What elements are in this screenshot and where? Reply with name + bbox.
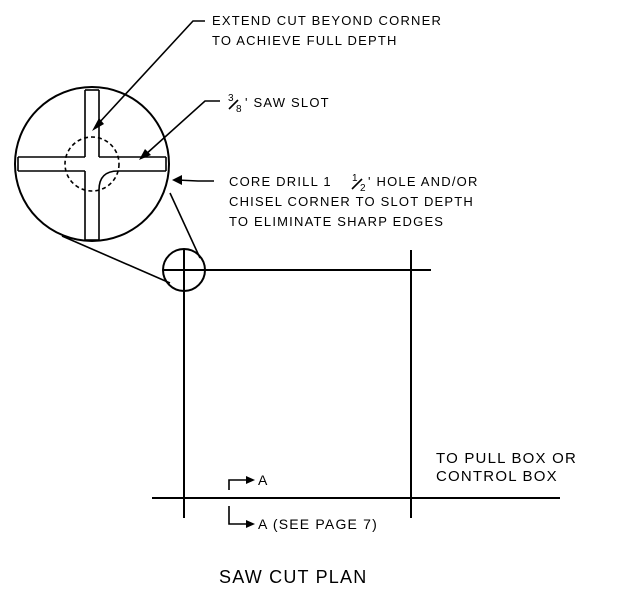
drawing-title: SAW CUT PLAN [219, 567, 367, 587]
pull-box-label-line1: TO PULL BOX OR [436, 450, 577, 467]
detail-bubble [14, 86, 170, 242]
core-drill-dashed-circle [64, 136, 120, 192]
core-drill-line3: TO ELIMINATE SHARP EDGES [229, 214, 444, 229]
core-drill-fraction-denominator: 2 [360, 183, 367, 194]
core-drill-line2: CHISEL CORNER TO SLOT DEPTH [229, 194, 474, 209]
saw-slot-fraction-denominator: 8 [236, 104, 243, 115]
leader-extend-cut [92, 20, 205, 131]
detail-circle [14, 86, 170, 242]
section-marker-bottom-label: A (SEE PAGE 7) [258, 516, 378, 532]
core-drill-fraction-numerator: 1 [352, 173, 359, 184]
saw-slot-note: 3 8 ' SAW SLOT [228, 93, 330, 115]
core-drill-line1-b: ' HOLE AND/OR [368, 174, 479, 189]
pull-box-label-line2: CONTROL BOX [436, 468, 558, 485]
slot-horizontal [17, 156, 167, 172]
section-marker-top-label: A [258, 472, 269, 488]
core-drill-line1-a: CORE DRILL 1 [229, 174, 332, 189]
extend-cut-note-line2: TO ACHIEVE FULL DEPTH [212, 33, 398, 48]
leader-saw-slot [139, 100, 220, 160]
section-marker-top: A [228, 472, 269, 490]
saw-slot-fraction-numerator: 3 [228, 93, 235, 104]
section-marker-bottom: A (SEE PAGE 7) [228, 506, 378, 532]
saw-cut-lines [152, 250, 560, 518]
extend-cut-note-line1: EXTEND CUT BEYOND CORNER [212, 13, 442, 28]
magnifier-line-left [61, 235, 171, 284]
corner-detail-callout-circle [162, 248, 206, 292]
core-drill-note: CORE DRILL 1 1 2 ' HOLE AND/OR CHISEL CO… [229, 173, 479, 229]
magnifier-line-right [169, 192, 201, 259]
saw-slot-text: ' SAW SLOT [245, 95, 330, 110]
leader-core-drill [172, 175, 214, 185]
slot-vertical-bottom [84, 170, 166, 241]
